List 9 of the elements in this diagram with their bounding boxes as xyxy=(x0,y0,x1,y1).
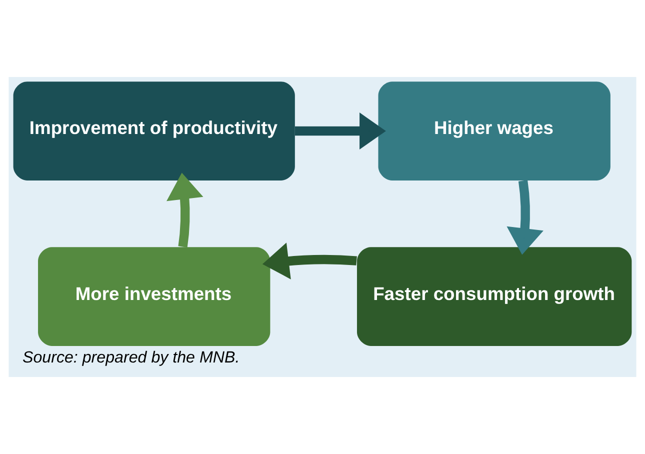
node-box: Higher wages xyxy=(378,82,610,180)
node-box: Improvement of productivity xyxy=(13,82,295,180)
caption: Source: prepared by the MNB. xyxy=(22,348,240,366)
arrow xyxy=(262,242,357,280)
node-box: More investments xyxy=(38,247,270,346)
arrow xyxy=(506,180,544,255)
arrow xyxy=(166,172,204,248)
node-box: Faster consumption growth xyxy=(356,247,632,346)
arrow xyxy=(294,112,386,150)
